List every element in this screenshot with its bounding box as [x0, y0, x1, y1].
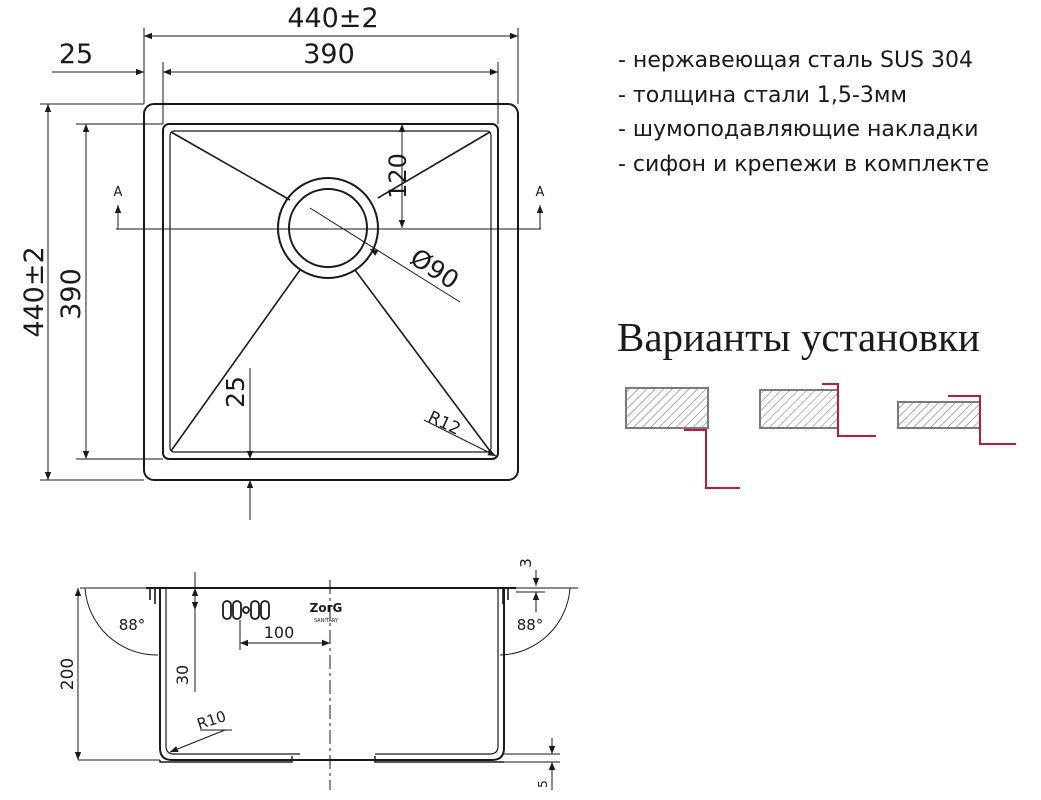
dim-wall-angle-right: 88° — [517, 616, 544, 634]
dim-bowl-width: 390 — [303, 39, 355, 70]
install-variant-flush — [759, 383, 876, 437]
dim-flange: 3 — [517, 558, 535, 568]
dim-corner-radius: R12 — [425, 407, 464, 439]
overflow-holes — [222, 600, 270, 620]
dim-bottom-rim: 25 — [221, 376, 250, 408]
sink-bowl — [162, 123, 499, 460]
feature-item: - шумоподавляющие накладки — [618, 117, 979, 142]
dim-overall-depth: 440±2 — [19, 246, 50, 337]
dim-drain-offset: 120 — [384, 153, 412, 199]
section-label-right: A — [536, 185, 545, 200]
top-view — [40, 28, 544, 520]
bowl-slope-lines — [170, 131, 491, 452]
feature-item: - сифон и крепежи в комплекте — [618, 151, 990, 177]
dim-wall-angle-left: 88° — [119, 616, 146, 634]
feature-list: - нержавеющая сталь SUS 304 - толщина ст… — [618, 44, 989, 182]
feature-item: - нержавеющая сталь SUS 304 — [618, 48, 973, 73]
dim-height: 200 — [58, 658, 78, 690]
side-body — [159, 588, 505, 761]
svg-text:ZorG: ZorG — [310, 601, 343, 615]
svg-text:SANITARY: SANITARY — [314, 618, 339, 624]
side-view — [74, 570, 578, 790]
drain-inner — [288, 188, 368, 268]
sink-bowl-inner — [169, 130, 492, 453]
drain-outer — [277, 177, 379, 279]
brand-logo: ZorG SANITARY — [310, 601, 343, 624]
dim-overflow-height: 30 — [173, 665, 192, 685]
dim-rim-width: 25 — [59, 39, 93, 70]
feature-item: - толщина стали 1,5-3мм — [618, 82, 908, 108]
dim-base-offset: 5 — [536, 780, 550, 788]
install-variants-title: Варианты установки — [617, 314, 980, 360]
install-variant-top — [897, 395, 1016, 445]
sink-outer-rim — [143, 103, 519, 481]
section-label-left: A — [114, 185, 123, 200]
dim-overflow-spacing: 100 — [264, 623, 295, 642]
dim-bottom-radius: R10 — [195, 707, 229, 733]
dim-overall-width: 440±2 — [287, 3, 378, 34]
install-variant-undermount — [625, 387, 740, 489]
dim-bowl-depth: 390 — [56, 268, 87, 320]
dim-drain-diameter: Ø90 — [405, 243, 464, 295]
